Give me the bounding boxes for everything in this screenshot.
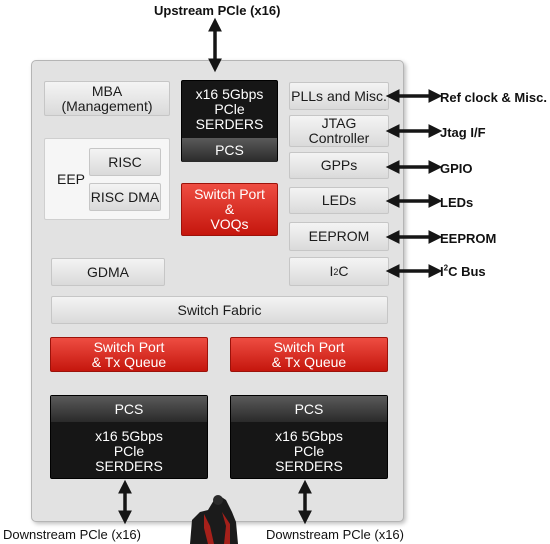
downstream-right-label: Downstream PCle (x16) [266,527,404,542]
upstream-serdes-label: x16 5Gbps PCle SERDERS [195,85,264,132]
switch-port-tx-queue-left: Switch Port & Tx Queue [50,337,208,372]
risc-block: RISC [89,148,161,176]
gdma-block: GDMA [51,258,165,286]
switch-fabric-block: Switch Fabric [51,296,388,324]
leds-block: LEDs [289,187,389,214]
switch-port-tx-queue-right: Switch Port & Tx Queue [230,337,388,372]
i2c-block-prefix: I [329,263,334,279]
eeprom-block: EEPROM [289,222,389,251]
gpio-label: GPIO [440,161,473,176]
plls-block: PLLs and Misc. [289,82,389,110]
downstream-right-serdes-label: x16 5Gbps PCle SERDERS [275,427,343,474]
risc-dma-block: RISC DMA [89,183,161,211]
i2c-bus-prefix: I [440,264,444,279]
gpps-block: GPPs [289,152,389,179]
leds-label: LEDs [440,195,474,210]
upstream-label: Upstream PCle (x16) [154,3,281,18]
upstream-pcs-label: PCS [182,138,277,162]
mba-block: MBA (Management) [44,81,170,116]
jtag-controller-block: JTAG Controller [289,115,389,147]
downstream-left-serdes-label: x16 5Gbps PCle SERDERS [95,427,163,474]
i2c-bus-suffix: C Bus [448,264,486,279]
downstream-left-block: PCS x16 5Gbps PCle SERDERS [50,395,208,479]
downstream-right-pcs-label: PCS [231,396,387,422]
ref-clock-label: Ref clock & Misc. [440,90,547,105]
downstream-left-label: Downstream PCle (x16) [3,527,141,542]
upstream-serdes-block: x16 5Gbps PCle SERDERS PCS [181,80,278,162]
eeprom-label: EEPROM [440,231,497,246]
i2c-block-suffix: C [338,263,349,279]
jtag-if-label: Jtag I/F [440,125,486,140]
figure-graphic [190,495,238,544]
eep-label: EEP [57,171,86,187]
downstream-right-block: PCS x16 5Gbps PCle SERDERS [230,395,388,479]
i2c-bus-label: I2C Bus [440,264,486,279]
switch-port-voqs-block: Switch Port & VOQs [181,183,278,236]
i2c-bus-sup: 2 [443,263,449,273]
downstream-left-pcs-label: PCS [51,396,207,422]
